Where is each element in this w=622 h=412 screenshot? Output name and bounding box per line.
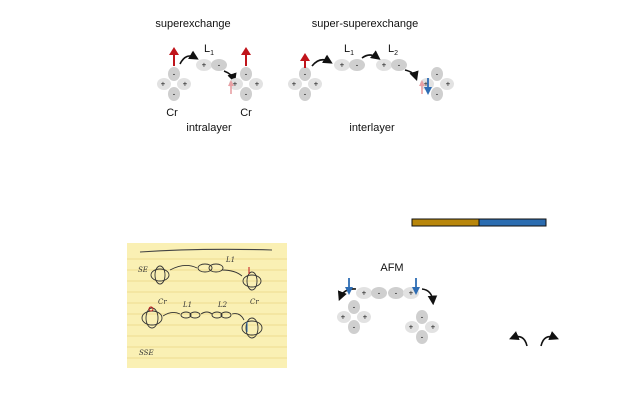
- ligand-p-orbital-l1: + -: [334, 59, 365, 71]
- svg-text:Cr: Cr: [158, 298, 167, 306]
- spin-up-arrow: [300, 53, 310, 68]
- svg-text:-: -: [436, 90, 439, 99]
- svg-text:-: -: [245, 70, 248, 79]
- ligand-p-orbital-l1: + -: [196, 59, 227, 71]
- curved-arrow-right: [540, 331, 559, 347]
- svg-text:-: -: [436, 70, 439, 79]
- svg-text:+: +: [255, 80, 260, 89]
- svg-text:-: -: [173, 90, 176, 99]
- svg-text:-: -: [218, 61, 221, 70]
- svg-text:-: -: [378, 289, 381, 298]
- color-bar: [411, 218, 547, 227]
- svg-text:-: -: [304, 90, 307, 99]
- spin-up-arrow: [169, 47, 179, 66]
- svg-text:L2: L2: [217, 301, 228, 309]
- svg-text:+: +: [424, 80, 429, 89]
- svg-text:Cr: Cr: [250, 298, 259, 306]
- svg-text:+: +: [340, 61, 345, 70]
- svg-text:+: +: [446, 80, 451, 89]
- svg-text:-: -: [398, 61, 401, 70]
- svg-text:-: -: [395, 289, 398, 298]
- cr-d-orbital-left: - - + +: [288, 67, 322, 101]
- hop-arrow: [179, 50, 199, 65]
- interlayer-caption: interlayer: [349, 122, 395, 134]
- svg-text:-: -: [304, 70, 307, 79]
- afm-hop-arrow-right: [421, 288, 438, 306]
- ligand-p-orbital-left: + -: [356, 287, 387, 299]
- spin-up-faint-arrow: [419, 80, 425, 94]
- svg-text:+: +: [363, 313, 368, 322]
- svg-text:+: +: [431, 323, 436, 332]
- afm-hop-arrow-left: [337, 288, 357, 301]
- svg-text:-: -: [353, 323, 356, 332]
- color-bar-blue: [478, 218, 547, 227]
- cr-d-orbital-left: - - + +: [157, 67, 191, 101]
- svg-text:-: -: [421, 313, 424, 322]
- spin-down-arrow: [345, 278, 353, 295]
- cr-d-orbital-right: - - + +: [420, 67, 454, 101]
- ligand-label-l1: L1: [344, 43, 354, 57]
- color-bar-gold: [411, 218, 480, 227]
- spin-down-arrow: [424, 78, 432, 95]
- svg-text:+: +: [409, 323, 414, 332]
- svg-text:-: -: [421, 333, 424, 342]
- superexchange-title: superexchange: [155, 18, 230, 30]
- svg-text:-: -: [356, 61, 359, 70]
- spin-up-faint-arrow: [228, 80, 234, 94]
- hop-arrow: [311, 54, 333, 67]
- curved-arrow-left: [509, 331, 528, 347]
- svg-text:-: -: [353, 303, 356, 312]
- svg-text:+: +: [409, 289, 414, 298]
- afm-orbital-left: - - + +: [337, 300, 371, 334]
- svg-text:+: +: [183, 80, 188, 89]
- spin-down-arrow: [412, 278, 420, 295]
- hop-arrow: [361, 50, 381, 60]
- spin-up-arrow: [241, 47, 251, 66]
- cr-label-right: Cr: [240, 107, 252, 119]
- svg-text:+: +: [233, 80, 238, 89]
- svg-text:L1: L1: [182, 301, 192, 309]
- svg-text:+: +: [382, 61, 387, 70]
- svg-text:-: -: [173, 70, 176, 79]
- svg-text:+: +: [341, 313, 346, 322]
- ligand-p-orbital-l2: + -: [376, 59, 407, 71]
- handwritten-sketch: SE L1 Cr L1 L2 Cr SSE: [127, 243, 287, 368]
- svg-text:SSE: SSE: [139, 349, 154, 357]
- cr-d-orbital-right: - - + +: [229, 67, 263, 101]
- afm-orbital-right: - - + +: [405, 310, 439, 344]
- afm-title: AFM: [380, 262, 403, 274]
- svg-text:+: +: [362, 289, 367, 298]
- svg-text:+: +: [314, 80, 319, 89]
- svg-text:+: +: [202, 61, 207, 70]
- ligand-label-l1: L1: [204, 43, 214, 57]
- svg-text:SE: SE: [138, 266, 148, 274]
- svg-text:L1: L1: [225, 256, 235, 264]
- svg-text:+: +: [161, 80, 166, 89]
- svg-text:+: +: [292, 80, 297, 89]
- ligand-label-l2: L2: [388, 43, 398, 57]
- intralayer-caption: intralayer: [186, 122, 232, 134]
- cr-label-left: Cr: [166, 107, 178, 119]
- hop-arrow: [404, 69, 419, 82]
- svg-text:-: -: [245, 90, 248, 99]
- super-superexchange-title: super-superexchange: [312, 18, 418, 30]
